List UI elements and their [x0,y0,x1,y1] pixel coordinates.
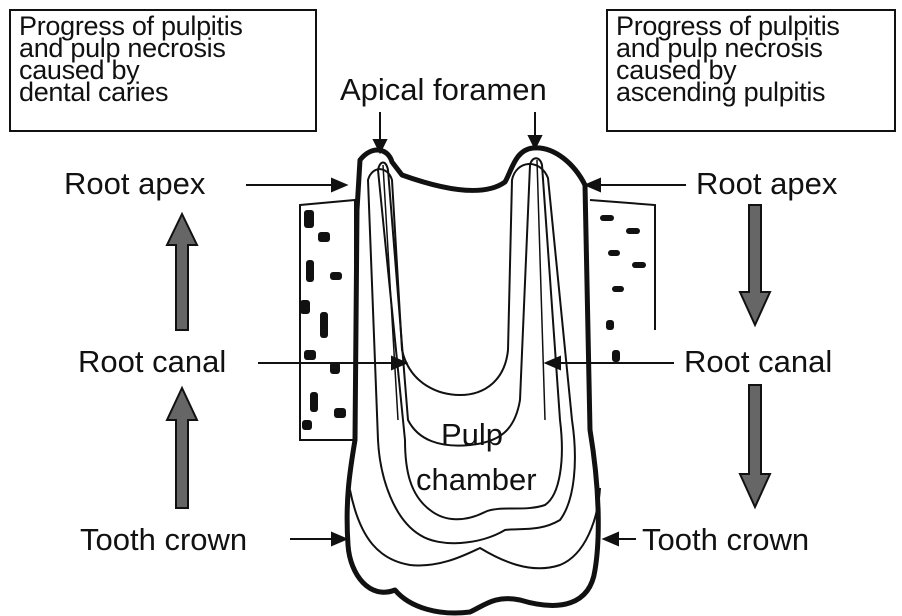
left-info-box: Progress of pulpitis and pulp necrosis c… [9,9,317,132]
label-pulp: Pulp [432,418,512,452]
tooth-outline [347,148,598,613]
alveolar-bone-right [590,200,655,362]
label-apical-foramen: Apical foramen [340,73,547,107]
right-info-box: Progress of pulpitis and pulp necrosis c… [606,9,896,132]
right-box-line-4: ascending pulpitis [616,81,886,103]
left-box-line-4: dental caries [19,81,307,103]
label-root-canal-left: Root canal [78,345,226,379]
label-root-apex-left: Root apex [64,167,205,201]
label-root-canal-right: Root canal [684,345,832,379]
label-tooth-crown-left: Tooth crown [80,523,247,557]
label-root-apex-right: Root apex [696,167,837,201]
label-chamber: chamber [416,463,536,497]
label-tooth-crown-right: Tooth crown [642,523,809,557]
alveolar-bone-left [300,200,355,440]
